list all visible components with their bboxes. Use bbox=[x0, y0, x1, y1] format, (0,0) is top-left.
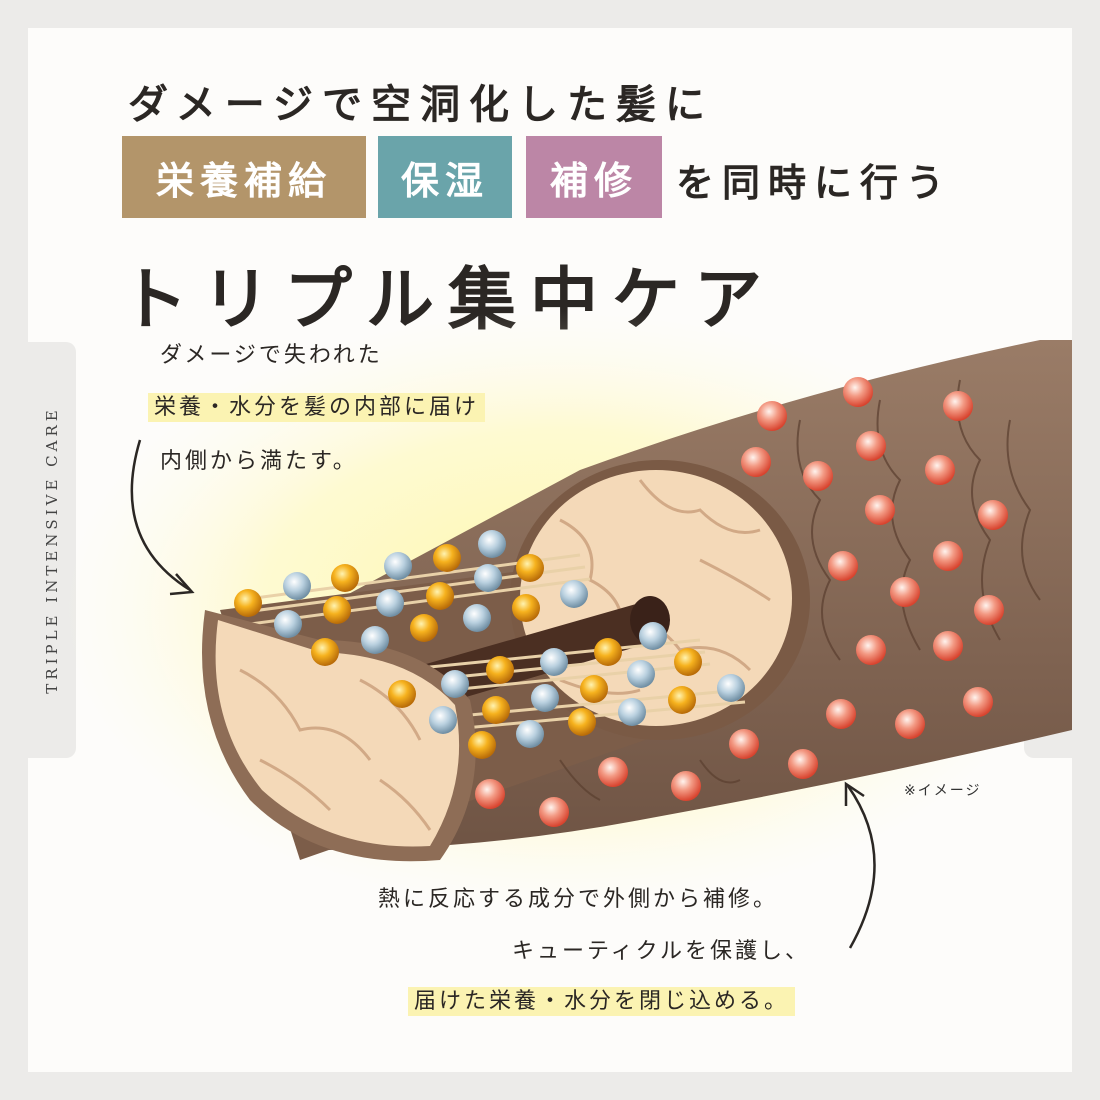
headline: ダメージで空洞化した髪に bbox=[128, 82, 714, 128]
image-note: ※イメージ bbox=[904, 783, 982, 799]
lower-text-line3: 届けた栄養・水分を閉じ込める。 bbox=[408, 987, 796, 1016]
upper-text-line2: 栄養・水分を髪の内部に届け bbox=[148, 393, 486, 422]
tag-nutrition: 栄養補給 bbox=[122, 136, 366, 218]
tag-repair: 補修 bbox=[526, 136, 662, 218]
tagline: を同時に行う bbox=[676, 161, 953, 205]
lower-text-line2: キューティクルを保護し、 bbox=[512, 939, 811, 964]
curved-arrow-icon bbox=[130, 439, 876, 949]
side-label-left: TRIPLE INTENSIVE CARE bbox=[28, 342, 76, 758]
upper-text-line1: ダメージで失われた bbox=[160, 343, 383, 368]
lower-text-line1: 熱に反応する成分で外側から補修。 bbox=[378, 887, 779, 912]
upper-text-line3: 内側から満たす。 bbox=[160, 449, 358, 474]
tag-moisture: 保湿 bbox=[378, 136, 512, 218]
